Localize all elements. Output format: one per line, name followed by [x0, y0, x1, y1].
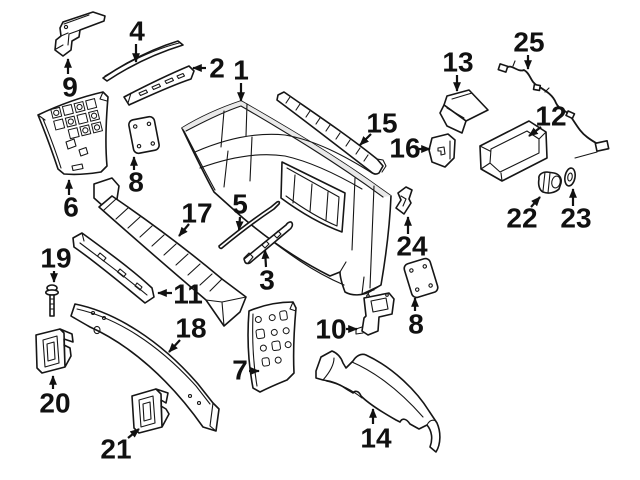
part-8-mounting-plate-right [403, 257, 439, 299]
callout-20: 20 [39, 375, 71, 419]
parts-artwork [35, 11, 610, 453]
callout-16: 16 [389, 133, 431, 164]
callout-arrow-21 [127, 428, 140, 439]
part-13-cover-panel [439, 89, 489, 134]
callout-21: 21 [100, 428, 140, 465]
callout-number-14: 14 [360, 423, 392, 454]
part-5-lower-molding [218, 200, 281, 250]
part-10-mounting-bracket [355, 289, 395, 336]
callout-7: 7 [232, 355, 260, 386]
callout-number-8a: 8 [128, 167, 144, 198]
part-25-wiring-harness [497, 60, 610, 159]
callout-14: 14 [360, 408, 392, 454]
callout-number-21: 21 [100, 434, 131, 465]
callout-number-18: 18 [175, 313, 206, 344]
part-4-molding-strip [102, 40, 184, 82]
callout-number-11: 11 [173, 279, 203, 310]
callout-number-10: 10 [315, 314, 346, 345]
callout-arrow-17 [178, 223, 190, 237]
callout-9: 9 [62, 58, 78, 103]
callout-number-4: 4 [129, 16, 145, 47]
callout-arrow-15 [359, 133, 372, 146]
callout-24: 24 [396, 216, 428, 262]
callout-2: 2 [192, 53, 225, 84]
callout-3: 3 [259, 249, 275, 296]
part-19-push-pin [44, 284, 59, 317]
callout-17: 17 [178, 198, 213, 237]
part-11-support-rail [72, 232, 155, 304]
callout-arrow-22 [530, 196, 541, 208]
callout-13: 13 [442, 47, 474, 92]
callout-number-23: 23 [560, 203, 591, 234]
part-14-lower-valance [315, 350, 441, 453]
callout-number-19: 19 [40, 243, 71, 274]
callout-8a: 8 [128, 156, 144, 198]
callout-number-16: 16 [389, 133, 420, 164]
callout-23: 23 [560, 188, 592, 234]
callout-1: 1 [233, 55, 249, 102]
callout-5: 5 [232, 189, 248, 231]
part-7-side-bracket-panel-right [247, 301, 297, 393]
part-20-side-bracket-left [35, 328, 74, 374]
callout-number-3: 3 [259, 265, 275, 296]
callout-arrow-5 [235, 216, 244, 231]
callout-number-7: 7 [232, 355, 248, 386]
callout-25: 25 [513, 27, 545, 70]
callout-6: 6 [63, 179, 79, 223]
callout-number-12: 12 [535, 101, 566, 132]
callout-10: 10 [315, 314, 358, 345]
part-17-energy-absorber [93, 177, 247, 327]
part-9-corner-bracket [54, 11, 106, 57]
part-22-park-sensor [537, 171, 562, 194]
part-3-reinforcement-strip [243, 221, 294, 265]
callout-number-24: 24 [396, 231, 428, 262]
part-23-sensor-grommet [564, 167, 576, 187]
callout-number-15: 15 [366, 108, 397, 139]
callout-12: 12 [528, 101, 567, 137]
callout-number-8b: 8 [408, 309, 424, 340]
callout-22: 22 [506, 196, 541, 234]
part-1-bumper-cover [181, 100, 392, 296]
part-21-side-bracket-center [131, 388, 170, 434]
callout-number-22: 22 [506, 203, 537, 234]
part-18-impact-bar [70, 303, 220, 432]
part-16-tow-hook-cover [428, 133, 456, 168]
callout-19: 19 [40, 243, 72, 283]
callout-number-6: 6 [63, 192, 79, 223]
callout-number-25: 25 [513, 27, 544, 58]
part-6-side-bracket-panel-left [37, 91, 109, 176]
callout-4: 4 [129, 16, 145, 63]
callout-number-17: 17 [181, 198, 212, 229]
part-15-step-molding [276, 91, 387, 175]
callout-11: 11 [157, 279, 203, 310]
callout-15: 15 [359, 108, 398, 146]
callout-arrow-12 [528, 126, 542, 137]
callout-8b: 8 [408, 297, 424, 340]
callout-number-13: 13 [442, 47, 473, 78]
part-24-small-bracket [395, 186, 413, 215]
callout-arrow-3 [261, 249, 270, 268]
part-2-slotted-strip [123, 65, 195, 106]
callout-number-5: 5 [232, 189, 248, 220]
callout-number-20: 20 [39, 388, 70, 419]
callout-number-2: 2 [209, 53, 225, 84]
callout-18: 18 [168, 313, 207, 353]
callout-number-1: 1 [233, 55, 249, 86]
part-8-mounting-plate-left [128, 115, 160, 155]
callout-number-9: 9 [62, 72, 78, 103]
callout-arrow-18 [168, 339, 181, 353]
